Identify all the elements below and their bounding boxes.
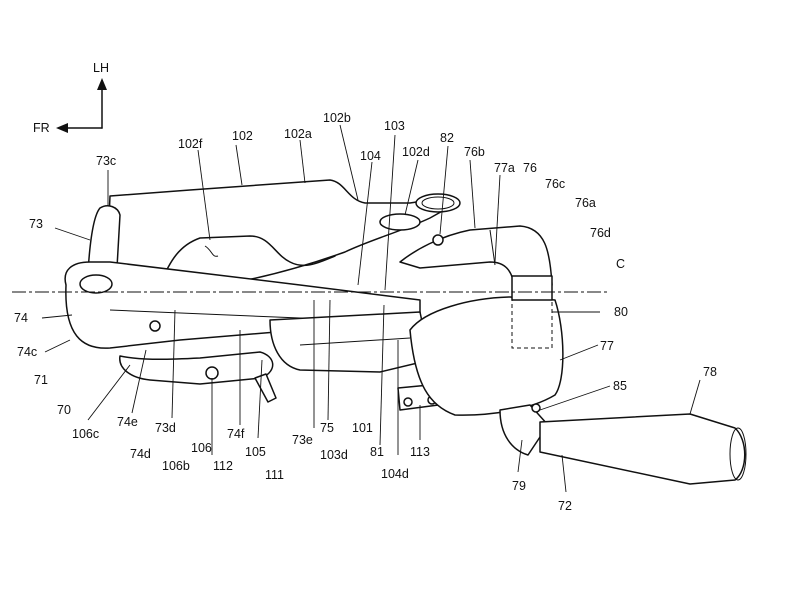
label-102f: 102f bbox=[178, 137, 203, 151]
label-74e: 74e bbox=[117, 415, 138, 429]
label-fr: FR bbox=[33, 121, 50, 135]
silencer-78 bbox=[539, 413, 746, 485]
silencer-78-end bbox=[729, 427, 747, 481]
cover-102f-inner bbox=[159, 235, 336, 286]
label-77: 77 bbox=[600, 339, 614, 353]
label-103: 103 bbox=[384, 119, 405, 133]
label-106c: 106c bbox=[72, 427, 99, 441]
label-113: 113 bbox=[410, 445, 430, 459]
pipe-101-inner bbox=[299, 337, 411, 346]
muffler-77 bbox=[409, 296, 564, 416]
label-76d: 76d bbox=[590, 226, 611, 240]
bolt-112 bbox=[205, 366, 219, 380]
label-76a: 76a bbox=[575, 196, 596, 210]
region-80 bbox=[511, 299, 553, 349]
label-106: 106 bbox=[191, 441, 212, 455]
label-85: 85 bbox=[613, 379, 627, 393]
label-74: 74 bbox=[14, 311, 28, 325]
label-104d: 104d bbox=[381, 467, 409, 481]
label-75: 75 bbox=[320, 421, 334, 435]
label-104: 104 bbox=[360, 149, 381, 163]
label-81: 81 bbox=[370, 445, 384, 459]
label-74c: 74c bbox=[17, 345, 37, 359]
label-74d: 74d bbox=[130, 447, 151, 461]
mount-74 bbox=[149, 320, 161, 332]
label-76c: 76c bbox=[545, 177, 565, 191]
label-103d: 103d bbox=[320, 448, 348, 462]
label-76: 76 bbox=[523, 161, 537, 175]
label-78: 78 bbox=[703, 365, 717, 379]
label-102d: 102d bbox=[402, 145, 430, 159]
label-73e: 73e bbox=[292, 433, 313, 447]
flange-76d bbox=[511, 275, 553, 301]
label-80: 80 bbox=[614, 305, 628, 319]
label-70: 70 bbox=[57, 403, 71, 417]
orientation-indicator bbox=[56, 78, 107, 133]
label-102a: 102a bbox=[284, 127, 312, 141]
label-82: 82 bbox=[440, 131, 454, 145]
bolt-82 bbox=[432, 234, 444, 246]
label-c: C bbox=[616, 257, 625, 271]
label-111: 111 bbox=[265, 468, 284, 482]
label-73d: 73d bbox=[155, 421, 176, 435]
label-106b: 106b bbox=[162, 459, 190, 473]
label-73: 73 bbox=[29, 217, 43, 231]
label-71: 71 bbox=[34, 373, 48, 387]
pipe-74-ring bbox=[79, 274, 113, 294]
mount-85 bbox=[531, 403, 541, 413]
label-101: 101 bbox=[352, 421, 373, 435]
label-76b: 76b bbox=[464, 145, 485, 159]
label-79: 79 bbox=[512, 479, 526, 493]
label-112: 112 bbox=[213, 459, 233, 473]
label-77a: 77a bbox=[494, 161, 515, 175]
label-73c: 73c bbox=[96, 154, 116, 168]
label-72: 72 bbox=[558, 499, 572, 513]
label-lh: LH bbox=[93, 61, 109, 75]
port-102d-lower bbox=[379, 213, 421, 231]
port-102d-upper-inner bbox=[421, 196, 455, 210]
label-102: 102 bbox=[232, 129, 253, 143]
label-105: 105 bbox=[245, 445, 266, 459]
label-102b: 102b bbox=[323, 111, 351, 125]
cover-ridge bbox=[204, 245, 219, 257]
sensor-111 bbox=[254, 373, 277, 403]
label-74f: 74f bbox=[227, 427, 245, 441]
pipe-106 bbox=[119, 351, 274, 385]
leader-lines bbox=[41, 124, 701, 493]
